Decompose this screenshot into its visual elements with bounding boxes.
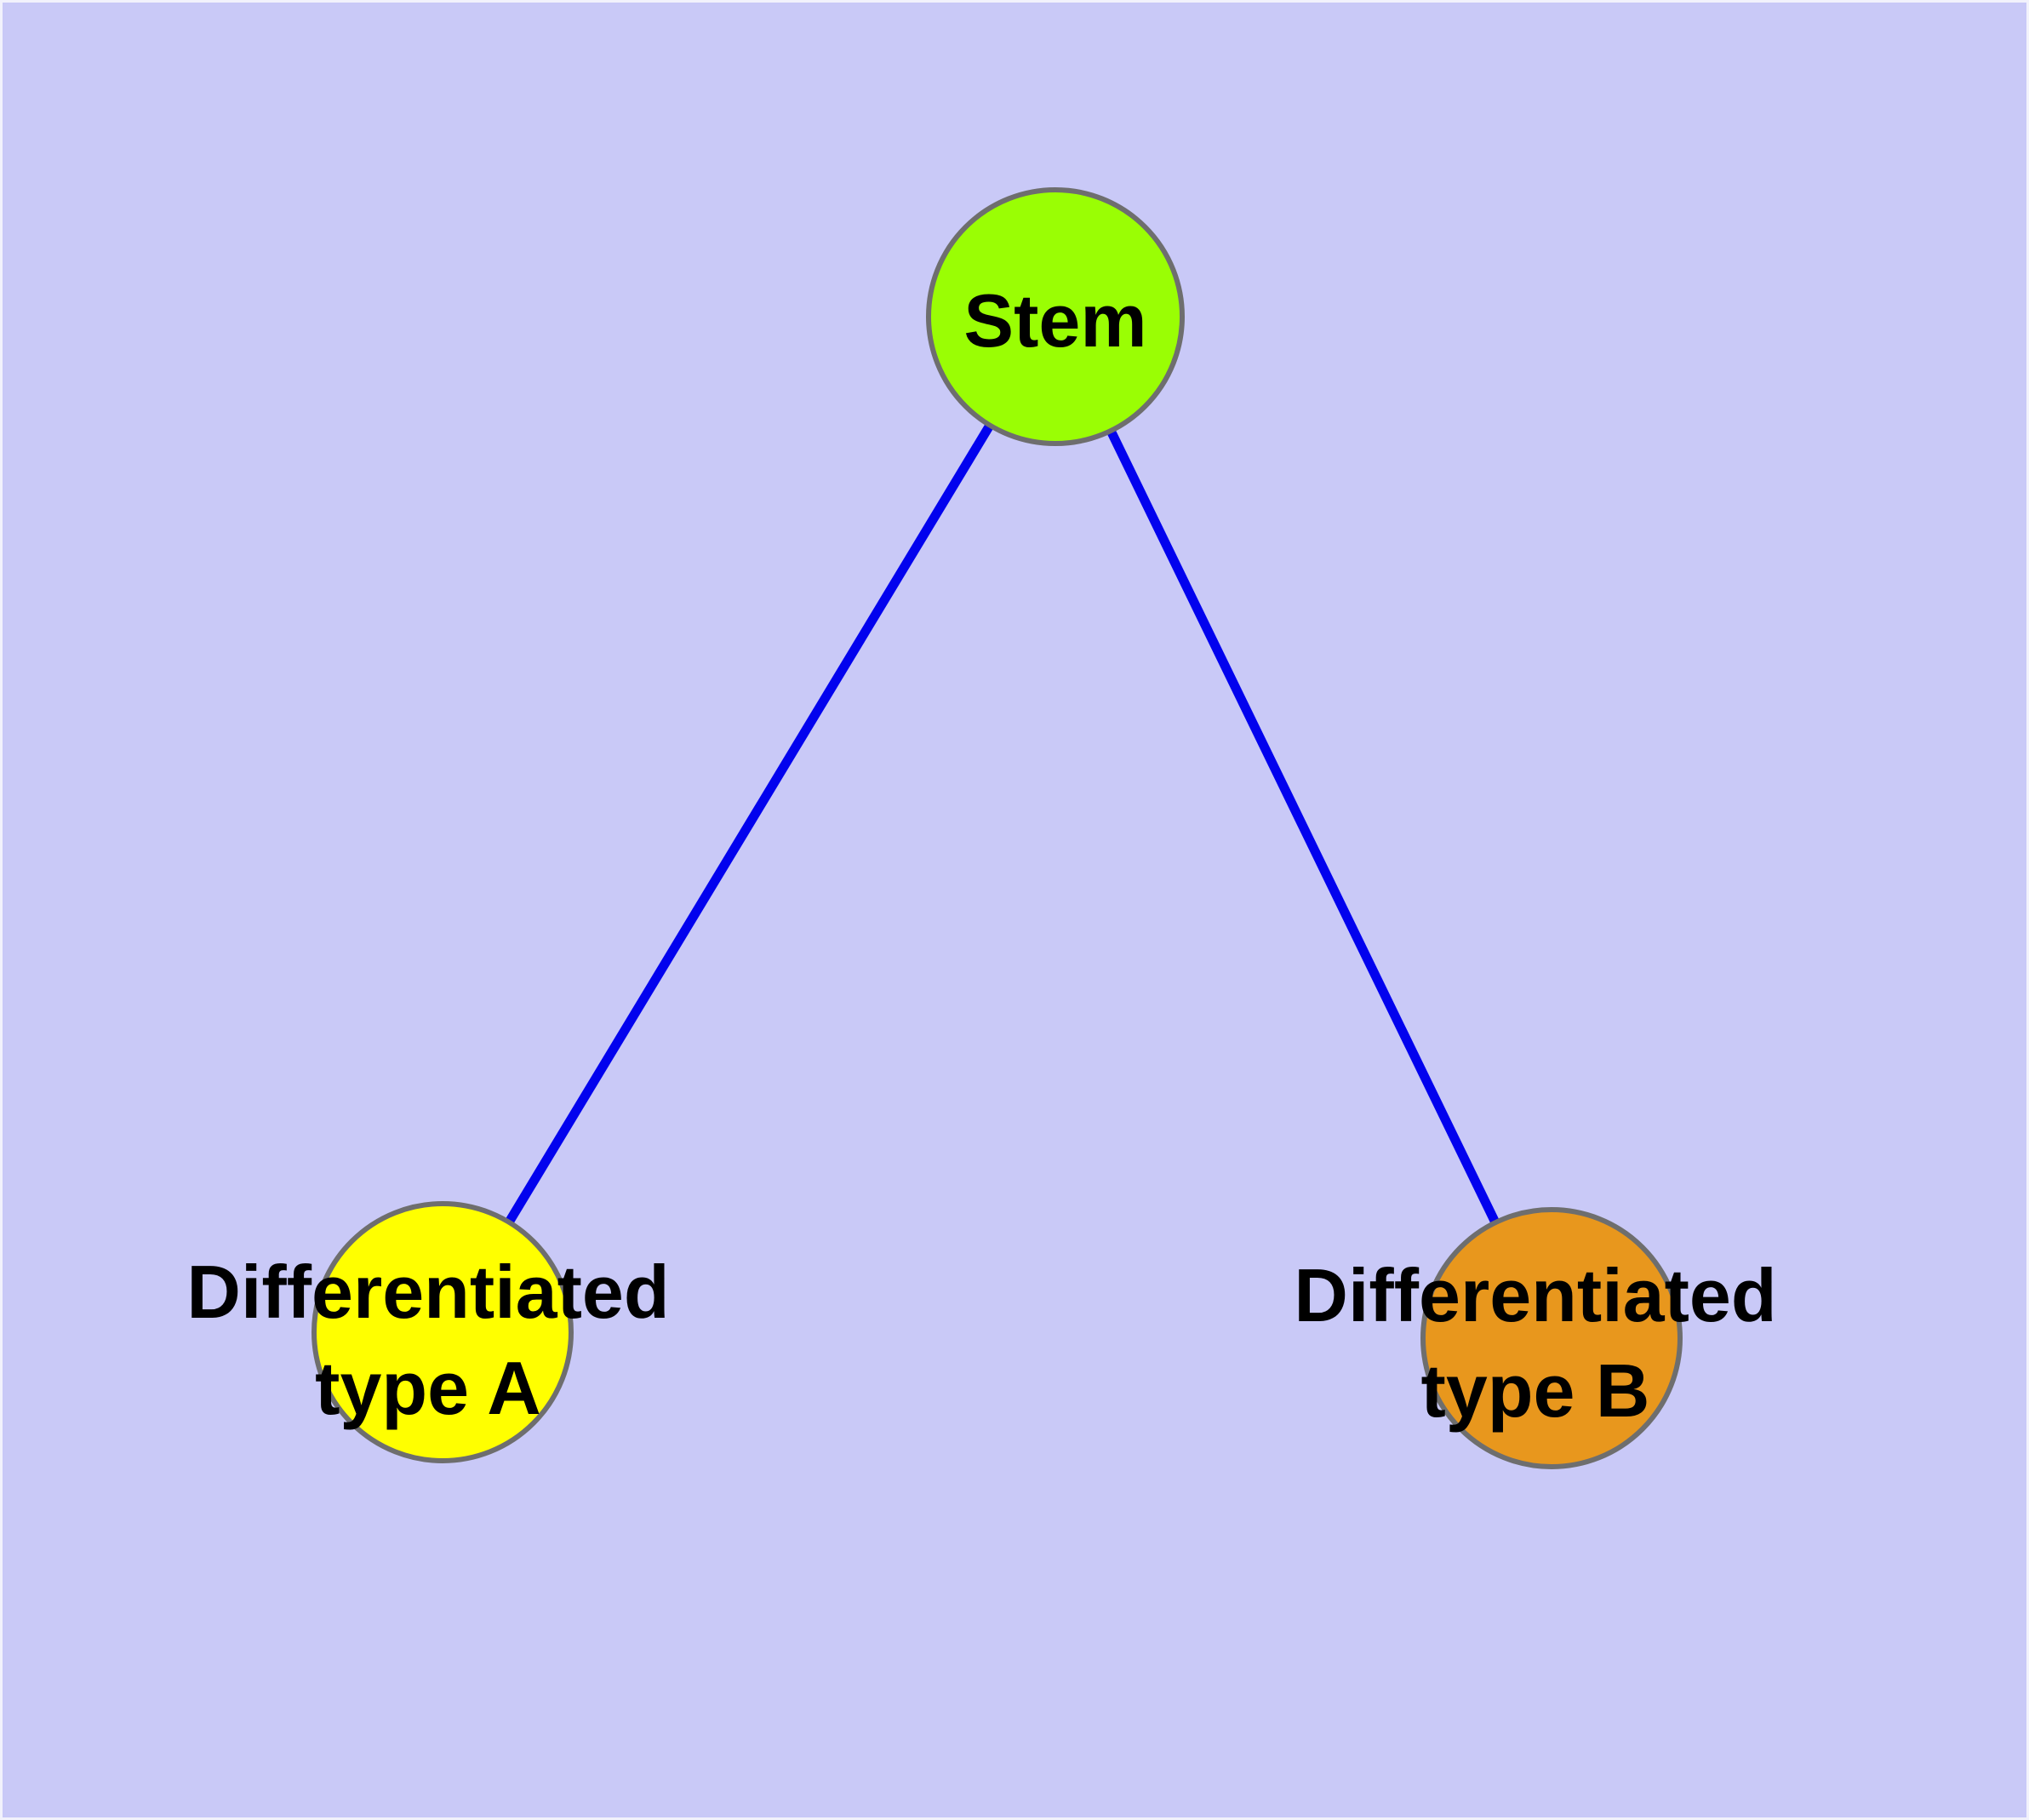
node-stem-circle[interactable] (926, 187, 1185, 446)
node-differentiated-type-a: Differentiated type A (186, 1201, 670, 1463)
edge-stem-to-type-b[interactable] (1051, 314, 1556, 1341)
edge-layer (438, 314, 1556, 1341)
node-stem-label: Stem (963, 278, 1146, 363)
node-type-b-label-line1: Differentiated (1294, 1253, 1776, 1337)
node-type-b-circle[interactable] (1420, 1207, 1683, 1469)
node-type-b-label-line2: type B (1421, 1348, 1650, 1433)
node-differentiated-type-b: Differentiated type B (1294, 1207, 1777, 1469)
edge-stem-to-type-a[interactable] (438, 314, 1060, 1335)
node-type-a-circle[interactable] (311, 1201, 574, 1463)
node-type-a-label-line1: Differentiated (186, 1250, 669, 1334)
node-stem: Stem (926, 187, 1185, 446)
node-type-a-label-line2: type A (315, 1346, 541, 1430)
